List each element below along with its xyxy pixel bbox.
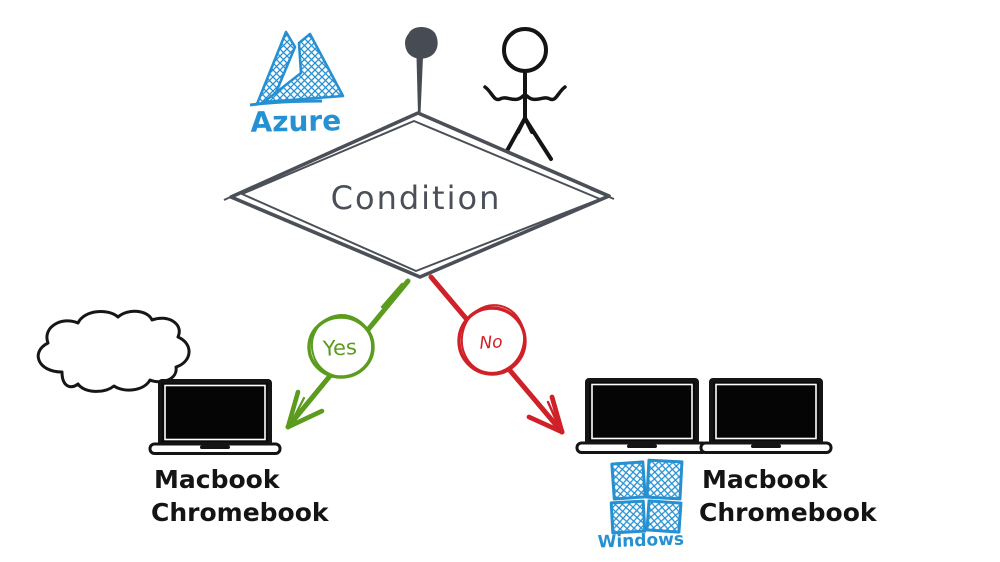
right-laptop-2-icon <box>699 378 833 455</box>
azure-label: Azure <box>250 104 341 139</box>
yes-badge: Yes <box>307 314 375 379</box>
windows-label: Windows <box>597 530 684 553</box>
cloud-icon <box>36 309 191 393</box>
left-device-line2: Chromebook <box>151 498 330 527</box>
left-laptop-icon <box>148 379 282 456</box>
windows-logo-icon <box>609 458 684 535</box>
pushpin-icon <box>405 27 438 114</box>
no-badge: No <box>457 304 527 376</box>
condition-diamond <box>223 111 615 279</box>
right-device-line2: Chromebook <box>699 498 878 527</box>
yes-label: Yes <box>321 335 357 361</box>
left-device-line1: Macbook <box>154 465 281 494</box>
azure-logo-icon <box>249 30 345 107</box>
right-device-line1: Macbook <box>702 465 829 494</box>
right-laptop-1-icon <box>575 378 709 455</box>
condition-label: Condition <box>331 179 502 217</box>
no-label: No <box>479 332 503 354</box>
